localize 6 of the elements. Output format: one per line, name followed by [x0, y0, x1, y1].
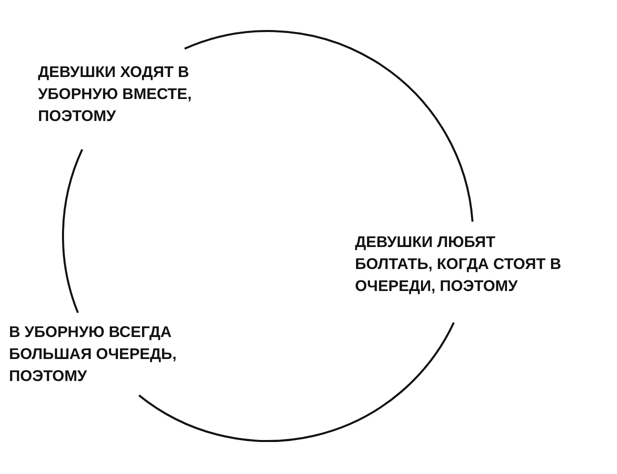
arc-connector [62, 149, 84, 314]
arc-connector [138, 322, 455, 442]
statement-text: В УБОРНУЮ ВСЕГДА БОЛЬШАЯ ОЧЕРЕДЬ, ПОЭТОМУ [9, 323, 178, 387]
statement-text: ДЕВУШКИ ХОДЯТ В УБОРНУЮ ВМЕСТЕ, ПОЭТОМУ [38, 63, 193, 127]
statement-text: ДЕВУШКИ ЛЮБЯТ БОЛТАТЬ, КОГДА СТОЯТ В ОЧЕРЕДИ, ПОЭТОМУ [355, 233, 562, 297]
arc-connector [184, 30, 474, 222]
